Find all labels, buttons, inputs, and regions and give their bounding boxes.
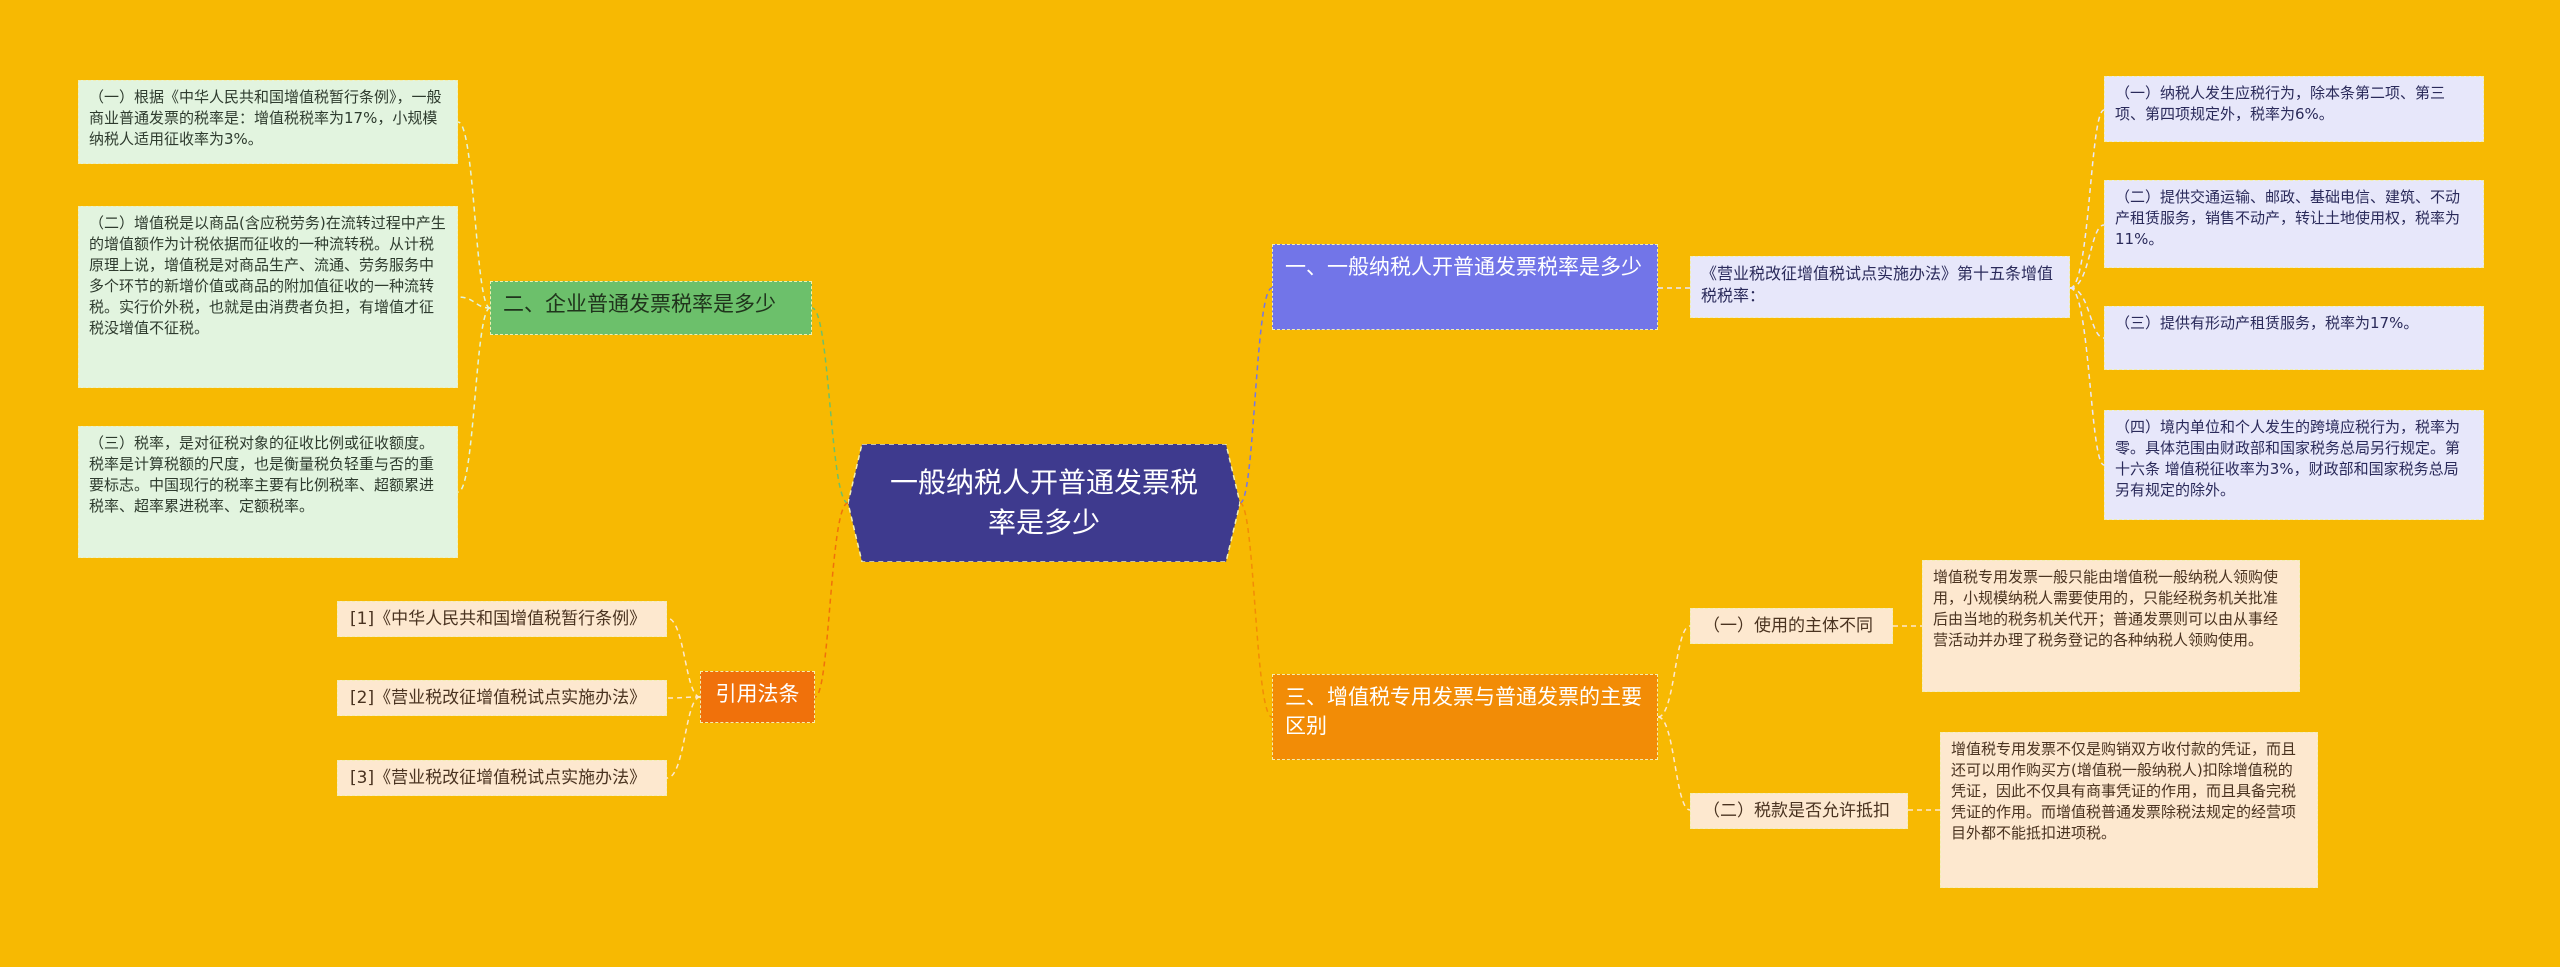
b3-sub-2-text[interactable]: 增值税专用发票不仅是购销双方收付款的凭证，而且还可以用作购买方(增值税一般纳税人… — [1940, 732, 2318, 888]
link-sub-leaf3 — [2069, 287, 2105, 339]
b1-leaf-2[interactable]: （二）提供交通运输、邮政、基础电信、建筑、不动产租赁服务，销售不动产，转让土地使… — [2104, 180, 2484, 268]
b1-sub-article-15[interactable]: 《营业税改征增值税试点实施办法》第十五条增值税税率： — [1690, 256, 2070, 318]
b2-leaf-3[interactable]: （三）税率，是对征税对象的征收比例或征收额度。税率是计算税额的尺度，也是衡量税负… — [78, 426, 458, 558]
link-sub-leaf1 — [2069, 109, 2105, 289]
link-laws-leaf1 — [666, 617, 701, 698]
b2-leaf-2[interactable]: （二）增值税是以商品(含应税劳务)在流转过程中产生的增值额作为计税依据而征收的一… — [78, 206, 458, 388]
b3-sub-1-text[interactable]: 增值税专用发票一般只能由增值税一般纳税人领购使用，小规模纳税人需要使用的，只能经… — [1922, 560, 2300, 692]
law-leaf-2[interactable]: [2]《营业税改征增值税试点实施办法》 — [337, 680, 667, 716]
link-b3-sub1 — [1657, 625, 1691, 718]
link-b2-leaf2 — [457, 296, 491, 309]
central-node-shape — [848, 444, 1240, 562]
link-laws-leaf2 — [666, 696, 701, 699]
link-central-b3 — [1239, 502, 1273, 718]
central-topic[interactable]: 一般纳税人开普通发票税率是多少 — [889, 466, 1198, 539]
branch-cited-laws[interactable]: 引用法条 — [700, 671, 815, 723]
link-sub-leaf4 — [2069, 287, 2105, 466]
link-sub-leaf2 — [2069, 224, 2105, 289]
link-b3-sub2 — [1657, 716, 1691, 811]
b2-leaf-1[interactable]: （一）根据《中华人民共和国增值税暂行条例》，一般商业普通发票的税率是：增值税税率… — [78, 80, 458, 164]
b1-leaf-3[interactable]: （三）提供有形动产租赁服务，税率为17%。 — [2104, 306, 2484, 370]
link-central-b2 — [811, 307, 849, 504]
law-leaf-1[interactable]: [1]《中华人民共和国增值税暂行条例》 — [337, 601, 667, 637]
link-laws-leaf3 — [666, 696, 701, 779]
b1-leaf-4[interactable]: （四）境内单位和个人发生的跨境应税行为，税率为零。具体范围由财政部和国家税务总局… — [2104, 410, 2484, 520]
link-b2-leaf3 — [457, 307, 491, 493]
link-central-b1 — [1239, 287, 1273, 504]
link-central-laws — [814, 502, 849, 698]
link-b2-leaf1 — [457, 121, 491, 309]
b3-sub-1-subject[interactable]: （一）使用的主体不同 — [1690, 608, 1893, 644]
b3-sub-2-deduction[interactable]: （二）税款是否允许抵扣 — [1690, 793, 1908, 829]
branch-general-taxpayer-rate[interactable]: 一、一般纳税人开普通发票税率是多少 — [1272, 244, 1658, 330]
b1-leaf-1[interactable]: （一）纳税人发生应税行为，除本条第二项、第三项、第四项规定外，税率为6%。 — [2104, 76, 2484, 142]
law-leaf-3[interactable]: [3]《营业税改征增值税试点实施办法》 — [337, 760, 667, 796]
branch-enterprise-tax-rate[interactable]: 二、企业普通发票税率是多少 — [490, 281, 812, 335]
branch-invoice-differences[interactable]: 三、增值税专用发票与普通发票的主要区别 — [1272, 674, 1658, 760]
